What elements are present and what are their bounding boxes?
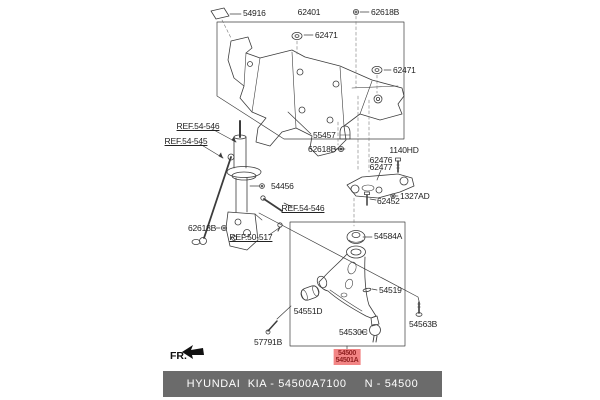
selected-part-number-alt: 54501A <box>335 357 359 364</box>
part-number-label[interactable]: 54584A <box>374 231 403 241</box>
leader-lines <box>199 11 420 351</box>
part-number-label[interactable]: 62452 <box>377 196 400 206</box>
part-number-label[interactable]: 62471 <box>315 30 338 40</box>
bolt-icon <box>220 224 227 231</box>
footer-bar: HYUNDAI KIA - 54500A7100 N - 54500 <box>163 371 442 397</box>
footer-part-code: HYUNDAI KIA - 54500A7100 <box>186 378 347 390</box>
part-number-label[interactable]: 62477 <box>369 162 393 172</box>
part-number-label[interactable]: 62618B <box>188 223 217 233</box>
bolt-icon <box>259 183 265 189</box>
washer-icon <box>390 193 396 199</box>
part-number-label[interactable]: 62401 <box>297 7 321 17</box>
part-number-label[interactable]: 1140HD <box>389 145 419 155</box>
bolt-icon <box>364 191 370 206</box>
engine-support-bracket-drawing <box>346 173 415 199</box>
construction-lines <box>221 15 378 227</box>
strut-drawing <box>226 120 262 213</box>
part-number-label[interactable]: 62476 <box>369 155 393 165</box>
part-number-label[interactable]: 55457 <box>313 130 336 140</box>
bolt-icon <box>260 195 283 212</box>
fr-direction-label: FR. <box>170 350 187 362</box>
part-number-label[interactable]: 54551D <box>293 306 323 316</box>
stabilizer-link-drawing <box>191 153 235 245</box>
clip-icon <box>362 287 372 293</box>
bushing-icon <box>300 285 320 301</box>
ref-label[interactable]: REF.54-546 <box>281 203 325 213</box>
bolt-icon <box>265 320 278 335</box>
part-number-label[interactable]: 62471 <box>393 65 416 75</box>
part-number-label[interactable]: 1327AD <box>400 191 430 201</box>
bolt-icon <box>395 157 401 173</box>
part-number-label[interactable]: 54916 <box>243 8 266 18</box>
control-arm-drawing <box>316 245 377 319</box>
ball-joint-icon <box>369 315 381 343</box>
bolt-icon <box>415 301 423 317</box>
part-number-label[interactable]: 62618B <box>371 7 400 17</box>
selected-part-label[interactable]: 54500 54501A <box>333 349 361 365</box>
part-number-label[interactable]: 57791B <box>253 337 283 347</box>
ref-label[interactable]: REF.54-546 <box>176 121 220 131</box>
part-number-label[interactable]: 54563B <box>409 319 438 329</box>
ref-label[interactable]: REF.50-517 <box>229 232 273 242</box>
stopper-icon <box>339 125 351 140</box>
shim-icon <box>210 7 230 20</box>
detail-box <box>289 221 406 347</box>
knuckle-drawing <box>225 211 263 251</box>
fr-direction-arrow-icon <box>182 345 204 359</box>
part-number-label[interactable]: 54530C <box>339 327 368 337</box>
selected-part-number: 54500 <box>338 350 356 357</box>
ref-label[interactable]: REF.54-545 <box>164 136 208 146</box>
part-number-label[interactable]: 54519 <box>379 285 402 295</box>
bolt-icon <box>352 8 359 15</box>
grommet-icon <box>371 66 383 75</box>
grommet-icon <box>291 32 303 41</box>
part-number-label[interactable]: 54456 <box>271 181 294 191</box>
subframe-drawing <box>227 36 405 157</box>
part-number-label[interactable]: 62618B <box>308 144 337 154</box>
footer-part-ref: N - 54500 <box>364 378 419 390</box>
